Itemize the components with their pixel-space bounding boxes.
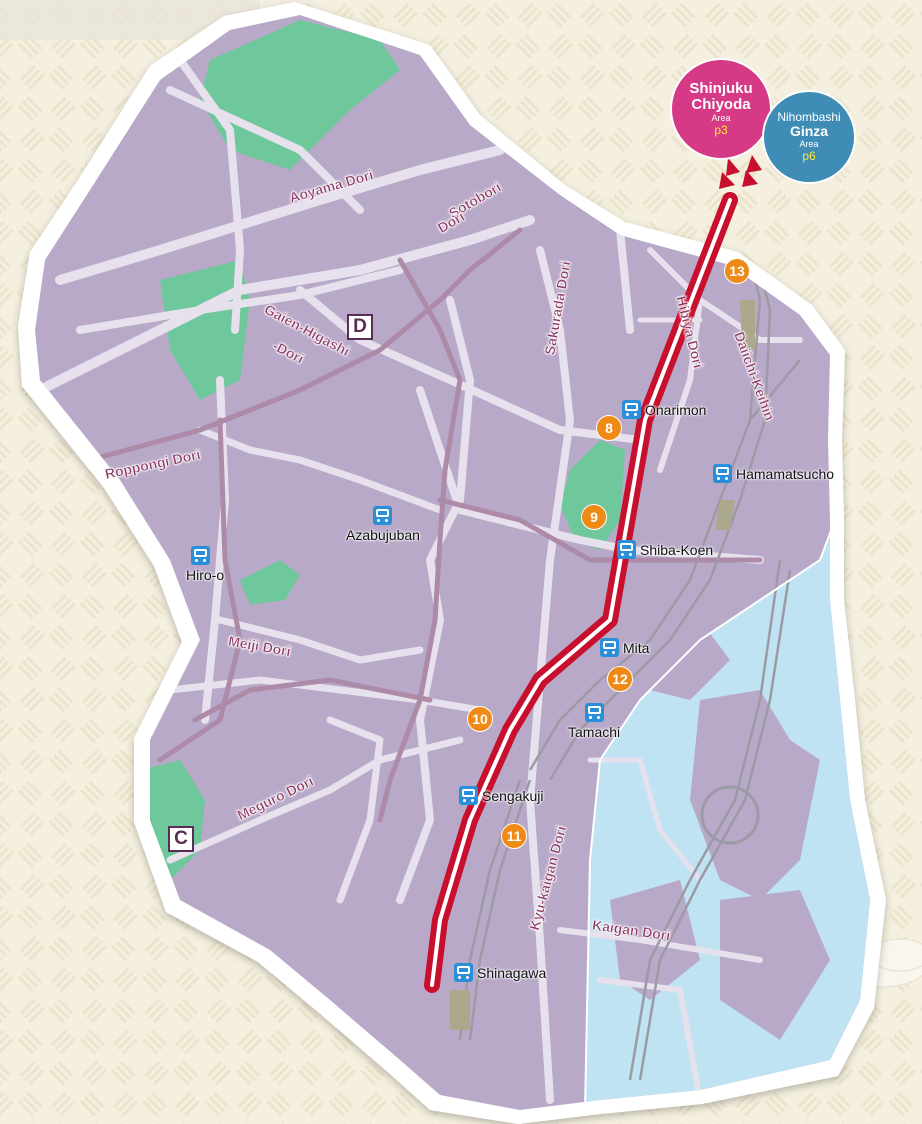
spot-11[interactable]: 11 <box>501 823 527 849</box>
bus-stop-icon <box>713 464 732 483</box>
station-name: Onarimon <box>645 401 707 418</box>
bus-stop-icon <box>191 546 210 565</box>
station-name: Hamamatsucho <box>736 465 835 482</box>
badge-line2: Chiyoda <box>691 96 751 114</box>
station-azabujuban[interactable]: Azabujuban <box>346 506 420 543</box>
station-onarimon[interactable]: Onarimon <box>622 400 706 419</box>
station-name: Mita <box>623 639 650 656</box>
badge-page: p3 <box>714 122 728 137</box>
bus-stop-icon <box>617 540 636 559</box>
station-mita[interactable]: Mita <box>600 638 649 657</box>
badge-line1: Nihombashi <box>777 110 841 125</box>
station-name: Tamachi <box>568 724 621 740</box>
park-azabu <box>240 560 300 605</box>
station-name: Shiba-Koen <box>640 541 714 558</box>
badge-nihombashi-ginza[interactable]: Nihombashi Ginza Area p6 <box>762 90 856 184</box>
spot-10[interactable]: 10 <box>467 706 493 732</box>
badge-shinjuku-chiyoda[interactable]: Shinjuku Chiyoda Area p3 <box>670 58 772 160</box>
station-name: Hiro-o <box>186 567 225 583</box>
bus-stop-icon <box>622 400 641 419</box>
park-north <box>200 20 400 170</box>
badge-line2: Ginza <box>789 123 829 140</box>
bus-stop-icon <box>454 963 473 982</box>
station-hamamatsucho[interactable]: Hamamatsucho <box>713 464 834 483</box>
bus-stop-icon <box>373 506 393 525</box>
spot-13[interactable]: 13 <box>724 258 750 284</box>
area-c-marker[interactable]: C <box>168 826 194 852</box>
station-tamachi[interactable]: Tamachi <box>568 703 620 740</box>
bus-stop-icon <box>600 638 619 657</box>
route-direction-arrows <box>719 155 762 189</box>
station-name: Azabujuban <box>346 527 420 543</box>
station-shiba-koen[interactable]: Shiba-Koen <box>617 540 713 559</box>
station-shinagawa[interactable]: Shinagawa <box>454 963 546 982</box>
station-sengakuji[interactable]: Sengakuji <box>459 786 544 805</box>
badge-page: p6 <box>802 148 816 163</box>
tour-route <box>424 192 738 993</box>
spot-8[interactable]: 8 <box>596 415 622 441</box>
area-d-marker[interactable]: D <box>347 314 373 340</box>
station-name: Sengakuji <box>482 787 544 804</box>
station-name: Shinagawa <box>477 964 547 981</box>
badge-area: Area <box>711 112 731 123</box>
spot-9[interactable]: 9 <box>581 504 607 530</box>
spot-12[interactable]: 12 <box>607 666 633 692</box>
park-shiba <box>560 440 625 550</box>
bus-stop-icon <box>584 703 604 722</box>
badge-line1: Shinjuku <box>689 79 753 97</box>
station-hiroo[interactable]: Hiro-o <box>186 546 224 583</box>
badge-area: Area <box>799 138 819 149</box>
bus-stop-icon <box>459 786 478 805</box>
